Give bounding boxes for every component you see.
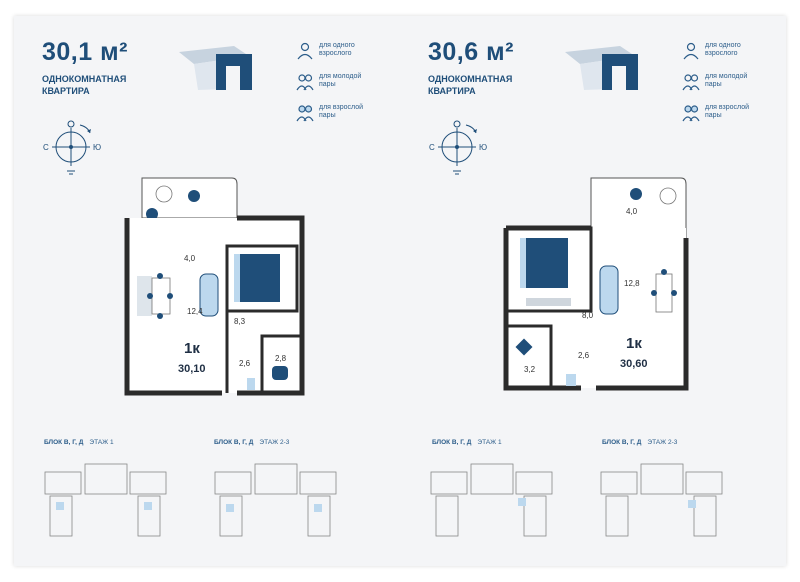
- svg-text:3,2: 3,2: [524, 365, 536, 374]
- svg-text:2,6: 2,6: [578, 351, 590, 360]
- apartment-area: 30,1 м²: [42, 38, 128, 66]
- compass-east: Ю: [479, 143, 487, 152]
- audience-item: для взрослой пары: [682, 104, 772, 135]
- audience-item: для молодой пары: [682, 73, 772, 104]
- brochure-sheet: 30,1 м² ОДНОКОМНАТНАЯ КВАРТИРА для одног…: [14, 16, 786, 566]
- compass-icon: С Ю: [429, 120, 487, 175]
- apartment-area: 30,6 м²: [428, 38, 514, 66]
- audience-list: для одного взрослого для молодой пары дл…: [682, 42, 772, 135]
- building-locator-icon: [179, 46, 252, 90]
- svg-text:8,3: 8,3: [234, 317, 246, 326]
- adult-couple-icon: [682, 105, 700, 122]
- audience-item: для одного взрослого: [682, 42, 772, 73]
- young-couple-icon: [296, 74, 314, 91]
- audience-item: для молодой пары: [296, 73, 386, 104]
- apartment-type: ОДНОКОМНАТНАЯ КВАРТИРА: [428, 74, 513, 96]
- apartment-type: ОДНОКОМНАТНАЯ КВАРТИРА: [42, 74, 127, 96]
- svg-text:2,8: 2,8: [275, 354, 287, 363]
- compass-west: С: [429, 143, 435, 152]
- plan-total-area: 30,10: [178, 363, 206, 375]
- block-floor-plan: [214, 463, 337, 537]
- plan-room-label: 1к: [184, 340, 200, 357]
- svg-text:4,0: 4,0: [184, 254, 196, 263]
- compass-icon: С Ю: [43, 120, 101, 175]
- young-couple-icon: [682, 74, 700, 91]
- block-floor-plan: [600, 463, 723, 537]
- audience-item: для одного взрослого: [296, 42, 386, 73]
- compass-west: С: [43, 143, 49, 152]
- apartment-panel-1: 30,1 м² ОДНОКОМНАТНАЯ КВАРТИРА для одног…: [14, 16, 400, 566]
- svg-text:2,6: 2,6: [239, 359, 251, 368]
- apartment-panel-2: 30,6 м² ОДНОКОМНАТНАЯ КВАРТИРА для одног…: [400, 16, 786, 566]
- block-floor-plan: [44, 463, 167, 537]
- floor-plan: 4,0 12,8 8,0 2,6 3,2 1к 30,60: [503, 177, 689, 391]
- plan-room-label: 1к: [626, 335, 642, 352]
- audience-item: для взрослой пары: [296, 104, 386, 135]
- adult-couple-icon: [296, 105, 314, 122]
- svg-text:12,4: 12,4: [187, 307, 203, 316]
- audience-list: для одного взрослого для молодой пары дл…: [296, 42, 386, 135]
- floor-plan: 4,0 12,4 8,3 2,6 2,8 1к 30,10: [124, 177, 305, 396]
- svg-text:12,8: 12,8: [624, 279, 640, 288]
- compass-east: Ю: [93, 143, 101, 152]
- plan-total-area: 30,60: [620, 358, 648, 370]
- single-adult-icon: [683, 42, 699, 60]
- block-floor-plan: [430, 463, 553, 537]
- svg-text:4,0: 4,0: [626, 207, 638, 216]
- building-locator-icon: [565, 46, 638, 90]
- svg-text:8,0: 8,0: [582, 311, 594, 320]
- single-adult-icon: [297, 42, 313, 60]
